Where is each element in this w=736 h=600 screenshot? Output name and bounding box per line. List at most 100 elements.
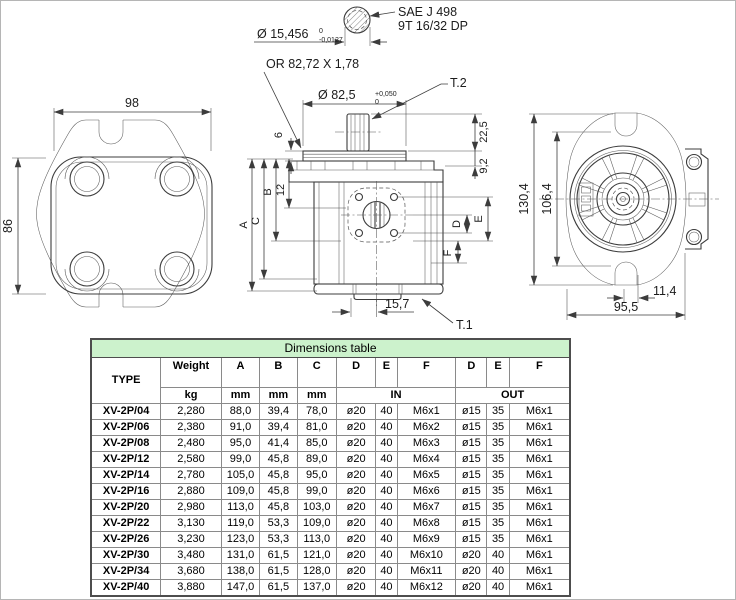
shaft-diameter-label: Ø 15,456: [257, 27, 308, 41]
cell-d-out: ø15: [455, 483, 488, 500]
col-header-a: A: [220, 357, 261, 388]
cell-f-in: M6x11: [396, 563, 457, 580]
cell-b: 53,3: [259, 515, 298, 532]
cell-e-out: 35: [486, 499, 510, 516]
cell-d-out: ø15: [455, 515, 488, 532]
cell-d-out: ø20: [455, 579, 488, 597]
spline-standard-note-line2: 9T 16/32 DP: [398, 19, 468, 33]
col-header-b: B: [259, 357, 298, 388]
cell-a: 99,0: [220, 451, 261, 468]
cell-d-in: ø20: [335, 579, 377, 597]
unit-c: mm: [296, 387, 337, 404]
cell-a: 105,0: [220, 467, 261, 484]
cell-type: XV-2P/30: [90, 547, 162, 564]
cell-c: 85,0: [296, 435, 337, 452]
cell-c: 95,0: [296, 467, 337, 484]
cell-f-out: M6x1: [508, 563, 571, 580]
dimensions-table: Dimensions table TYPE Weight A B C D E F…: [90, 338, 571, 597]
cell-weight: 2,580: [160, 451, 222, 468]
port-t1-label: T.1: [456, 318, 473, 332]
cell-e-in: 40: [375, 547, 398, 564]
dim-label-D: D: [451, 220, 463, 228]
cell-b: 39,4: [259, 403, 298, 420]
shaft-length-dim: 22,5: [478, 121, 490, 142]
cell-a: 119,0: [220, 515, 261, 532]
cell-d-in: ø20: [335, 435, 377, 452]
cell-e-in: 40: [375, 451, 398, 468]
dim-label-E: E: [473, 215, 485, 222]
cell-weight: 2,880: [160, 483, 222, 500]
cell-e-in: 40: [375, 579, 398, 597]
cell-d-out: ø15: [455, 435, 488, 452]
col-header-f-in: F: [396, 357, 457, 388]
front-height-dim: 86: [1, 219, 15, 233]
cell-e-in: 40: [375, 419, 398, 436]
pilot-diameter-dim: Ø 82,5: [318, 88, 356, 102]
cell-c: 89,0: [296, 451, 337, 468]
cell-f-in: M6x6: [396, 483, 457, 500]
cell-b: 53,3: [259, 531, 298, 548]
port-t2-label: T.2: [450, 76, 467, 90]
cell-d-in: ø20: [335, 419, 377, 436]
cell-d-in: ø20: [335, 547, 377, 564]
cell-a: 95,0: [220, 435, 261, 452]
cell-d-out: ø20: [455, 563, 488, 580]
pilot-tol-lower: 0: [375, 99, 379, 106]
cell-type: XV-2P/16: [90, 483, 162, 500]
dim-label-C: C: [250, 217, 262, 225]
col-header-weight: Weight: [160, 357, 222, 388]
front-width-dim: 98: [125, 96, 139, 110]
cell-weight: 3,230: [160, 531, 222, 548]
cell-f-in: M6x5: [396, 467, 457, 484]
cell-e-out: 35: [486, 451, 510, 468]
cell-b: 45,8: [259, 451, 298, 468]
cell-e-in: 40: [375, 435, 398, 452]
dim-label-B: B: [262, 188, 274, 195]
table-title-row: Dimensions table: [90, 338, 571, 358]
dim-label-F: F: [442, 249, 454, 256]
col-header-d-in: D: [335, 357, 377, 388]
cell-b: 39,4: [259, 419, 298, 436]
cell-e-out: 35: [486, 483, 510, 500]
cell-f-out: M6x1: [508, 435, 571, 452]
table-header-row: TYPE Weight A B C D E F D E F: [90, 357, 571, 404]
cell-f-out: M6x1: [508, 499, 571, 516]
cell-a: 113,0: [220, 499, 261, 516]
unit-out-group: OUT: [455, 387, 571, 404]
cell-d-out: ø15: [455, 499, 488, 516]
unit-weight: kg: [160, 387, 222, 404]
technical-drawing: Ø 15,456 0 -0,0127 SAE J 498 9T 16/32 DP…: [1, 5, 719, 332]
cell-c: 113,0: [296, 531, 337, 548]
cell-e-in: 40: [375, 483, 398, 500]
cell-weight: 2,780: [160, 467, 222, 484]
col-header-e-out: E: [486, 357, 510, 388]
cell-type: XV-2P/08: [90, 435, 162, 452]
cell-f-out: M6x1: [508, 547, 571, 564]
cell-type: XV-2P/06: [90, 419, 162, 436]
cell-b: 45,8: [259, 483, 298, 500]
cell-a: 88,0: [220, 403, 261, 420]
cell-type: XV-2P/22: [90, 515, 162, 532]
cell-f-out: M6x1: [508, 515, 571, 532]
cell-f-in: M6x2: [396, 419, 457, 436]
cell-e-out: 35: [486, 467, 510, 484]
cell-c: 128,0: [296, 563, 337, 580]
foot-offset-dim: 15,7: [385, 297, 409, 311]
cell-c: 81,0: [296, 419, 337, 436]
cell-f-in: M6x7: [396, 499, 457, 516]
shaft-tolerance-lower: -0,0127: [319, 37, 343, 44]
cell-f-in: M6x10: [396, 547, 457, 564]
rear-inner-height-dim: 106,4: [540, 183, 554, 214]
cell-c: 103,0: [296, 499, 337, 516]
cell-type: XV-2P/34: [90, 563, 162, 580]
table-units-row: kg mm mm mm IN OUT: [91, 387, 571, 404]
